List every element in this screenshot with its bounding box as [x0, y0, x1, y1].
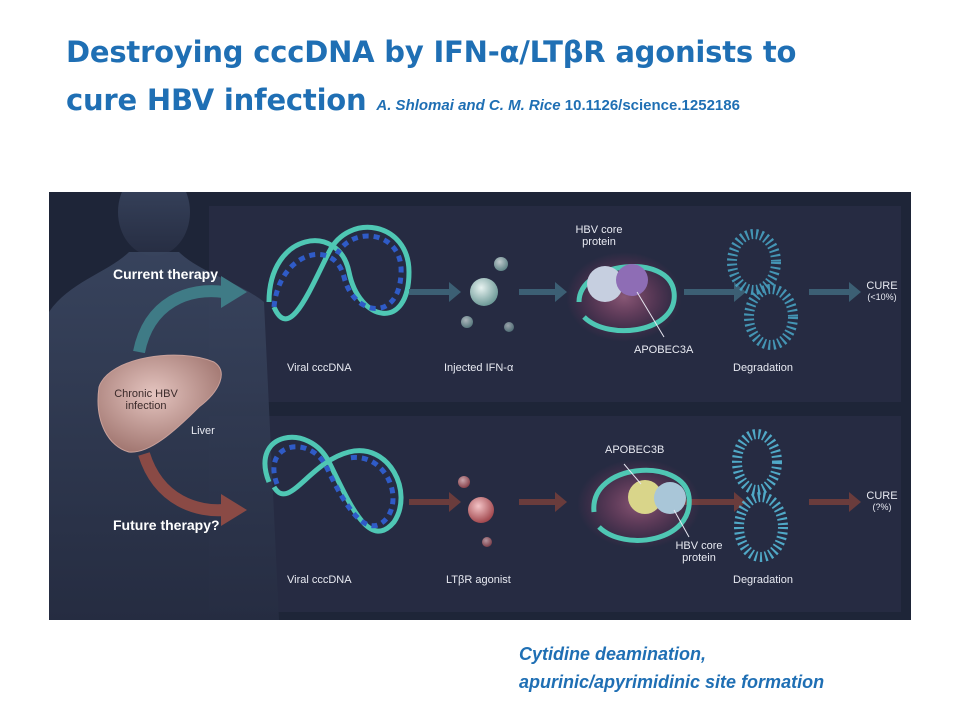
ltbr-agonist-label: LTβR agonist — [446, 574, 511, 586]
viral-cccdna-top — [266, 224, 412, 322]
citation-doi: 10.1126/science.1252186 — [564, 97, 740, 114]
current-arrowhead — [221, 276, 247, 308]
top-flow-arrows — [409, 282, 861, 302]
apobec3a-complex — [566, 252, 682, 342]
viral-cccdna-bottom — [262, 434, 404, 534]
degradation-bottom — [732, 429, 788, 562]
slide-title: Destroying cccDNA by IFN-α/LTβR agonists… — [66, 28, 926, 130]
bottom-core-protein-label: HBV core protein — [669, 540, 729, 564]
future-therapy-label: Future therapy? — [113, 517, 220, 533]
bottom-cure-percent: (?%) — [872, 502, 892, 512]
liver-infection-line-2: infection — [125, 400, 167, 412]
top-viral-cccdna-label: Viral cccDNA — [287, 362, 352, 374]
degradation-top — [727, 229, 798, 350]
ifn-alpha-molecules — [461, 257, 514, 332]
bottom-panel — [209, 416, 901, 612]
bottom-cure-text: CURE — [866, 490, 898, 502]
bottom-core-line-1: HBV core — [675, 540, 723, 552]
apobec3b-label: APOBEC3B — [605, 444, 665, 456]
bottom-cure-label: CURE (?%) — [861, 490, 903, 512]
top-core-line-2: protein — [582, 236, 616, 248]
bottom-degradation-label: Degradation — [733, 574, 793, 586]
liver-infection-line-1: Chronic HBV — [114, 388, 178, 400]
top-cure-label: CURE (<10%) — [861, 280, 903, 302]
title-line-2: cure HBV infection A. Shlomai and C. M. … — [66, 76, 926, 130]
liver-label: Liver — [191, 425, 215, 437]
bottom-flow-arrows — [409, 492, 861, 512]
apobec3b-complex — [577, 459, 701, 549]
caption: Cytidine deamination, apurinic/apyrimidi… — [519, 640, 824, 696]
liver-illustration — [97, 354, 222, 453]
bottom-viral-cccdna-label: Viral cccDNA — [287, 574, 352, 586]
top-cure-text: CURE — [866, 280, 898, 292]
top-core-protein-label: HBV core protein — [569, 224, 629, 248]
future-arrowhead — [221, 494, 247, 526]
injected-ifn-label: Injected IFN-α — [444, 362, 514, 374]
current-therapy-label: Current therapy — [113, 266, 219, 282]
title-line-1: Destroying cccDNA by IFN-α/LTβR agonists… — [66, 35, 797, 69]
top-degradation-label: Degradation — [733, 362, 793, 374]
caption-line-2: apurinic/apyrimidinic site formation — [519, 672, 825, 692]
citation: A. Shlomai and C. M. Rice 10.1126/scienc… — [376, 97, 740, 114]
ltbr-agonist-molecules — [458, 476, 494, 547]
current-therapy-arrow — [133, 285, 225, 354]
citation-authors: A. Shlomai and C. M. Rice — [376, 97, 561, 114]
apobec3a-label: APOBEC3A — [634, 344, 694, 356]
bottom-core-line-2: protein — [682, 552, 716, 564]
top-core-line-1: HBV core — [575, 224, 623, 236]
title-line-2-text: cure HBV infection — [66, 83, 367, 117]
top-cure-percent: (<10%) — [867, 292, 897, 302]
figure-illustration — [49, 192, 901, 620]
future-therapy-arrow — [138, 451, 225, 517]
therapy-figure: Current therapy Future therapy? Chronic … — [49, 192, 911, 620]
caption-line-1: Cytidine deamination, — [519, 644, 707, 664]
liver-infection-label: Chronic HBV infection — [101, 388, 191, 412]
